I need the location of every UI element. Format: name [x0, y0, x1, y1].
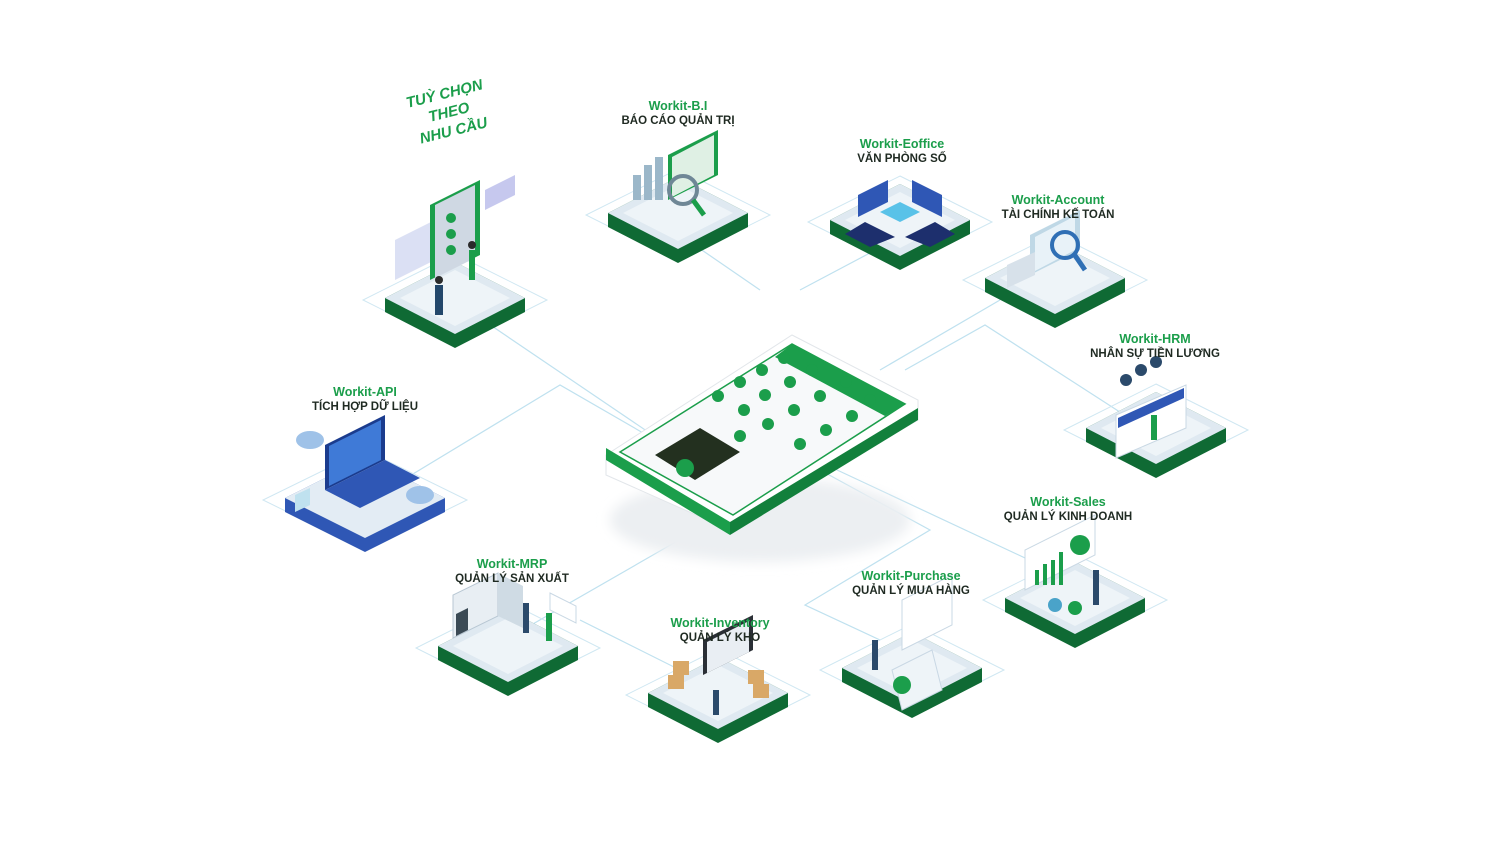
module-desc: QUẢN LÝ KINH DOANH	[1003, 511, 1133, 523]
bar-chart-report-icon	[585, 130, 771, 264]
module-name: Workit-Eoffice	[859, 137, 945, 151]
module-name: Workit-MRP	[476, 557, 548, 571]
module-name: Workit-Inventory	[670, 616, 770, 630]
computers-network-icon	[807, 175, 993, 271]
warehouse-boxes-icon	[625, 615, 811, 744]
module-name: Workit-Sales	[1030, 495, 1106, 509]
module-label-inventory: Workit-Inventory QUẢN LÝ KHO	[645, 615, 795, 646]
module-desc: QUẢN LÝ MUA HÀNG	[852, 585, 970, 597]
module-desc: QUẢN LÝ KHO	[679, 632, 761, 644]
module-label-bi: Workit-B.I BÁO CÁO QUẢN TRỊ	[603, 98, 753, 129]
module-name: Workit-API	[333, 385, 397, 399]
factory-machine-icon	[415, 572, 601, 697]
module-desc: QUẢN LÝ SẢN XUẤT	[455, 573, 569, 585]
module-name: Workit-B.I	[648, 99, 708, 113]
module-desc: BÁO CÁO QUẢN TRỊ	[621, 115, 735, 127]
module-desc: TÍCH HỢP DỮ LIỆU	[311, 401, 419, 413]
module-desc: VĂN PHÒNG SỐ	[857, 153, 947, 165]
connector-custom	[479, 317, 661, 441]
module-desc: NHÂN SỰ TIỀN LƯƠNG	[1090, 348, 1220, 360]
module-label-account: Workit-Account TÀI CHÍNH KẾ TOÁN	[983, 192, 1133, 223]
smartphone-app-icon	[605, 334, 919, 562]
connector-hrm	[904, 324, 1141, 426]
module-name: Workit-HRM	[1119, 332, 1191, 346]
module-desc: TÀI CHÍNH KẾ TOÁN	[1001, 209, 1115, 221]
laptop-cloud-icon	[262, 415, 468, 553]
customization-phone-icon	[362, 175, 548, 349]
module-label-hrm: Workit-HRM NHÂN SỰ TIỀN LƯƠNG	[1080, 331, 1230, 362]
calculator-magnifier-icon	[962, 210, 1148, 329]
connector-sales	[819, 461, 1041, 566]
connector-account	[879, 299, 1001, 371]
module-name: Workit-Account	[1011, 193, 1105, 207]
module-label-api: Workit-API TÍCH HỢP DỮ LIỆU	[290, 384, 440, 415]
module-name: Workit-Purchase	[861, 569, 961, 583]
module-label-sales: Workit-Sales QUẢN LÝ KINH DOANH	[993, 494, 1143, 525]
shopping-bag-document-icon	[819, 574, 1005, 719]
module-label-eoffice: Workit-Eoffice VĂN PHÒNG SỐ	[827, 136, 977, 167]
sales-dashboard-icon	[982, 514, 1168, 649]
module-label-mrp: Workit-MRP QUẢN LÝ SẢN XUẤT	[437, 556, 587, 587]
module-label-purchase: Workit-Purchase QUẢN LÝ MUA HÀNG	[836, 568, 986, 599]
people-dashboard-icon	[1063, 356, 1249, 479]
